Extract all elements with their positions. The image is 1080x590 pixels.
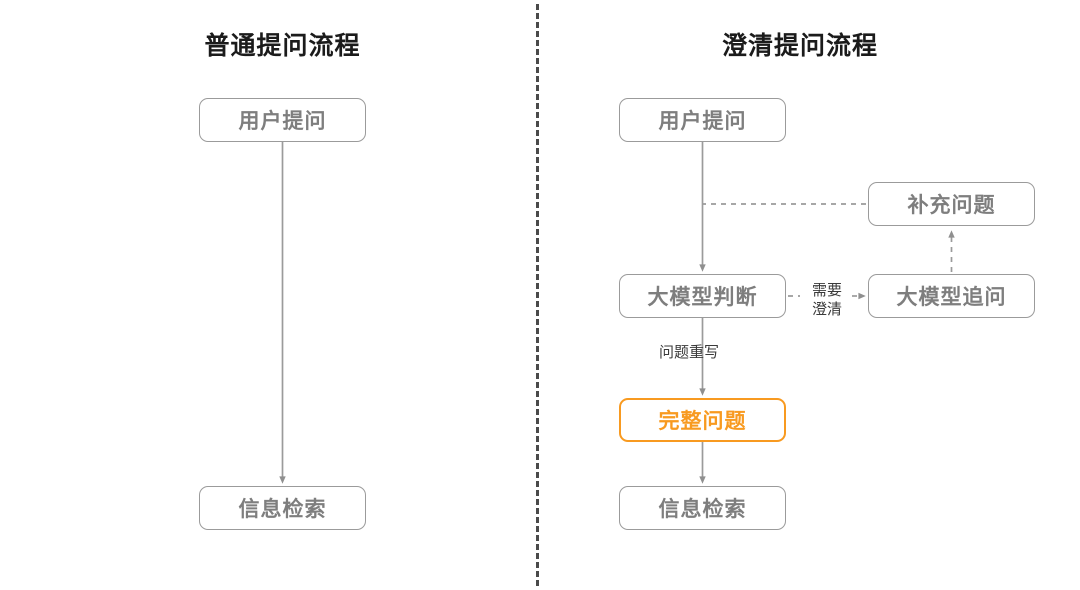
- edge-label-need-clarify-line1: 需要: [811, 282, 842, 299]
- node-user-question-clarify[interactable]: 用户提问: [619, 98, 786, 142]
- edge-label-need-clarify-line2: 澄清: [811, 300, 842, 318]
- node-information-retrieval-clarify[interactable]: 信息检索: [619, 486, 786, 530]
- node-supplementary-question[interactable]: 补充问题: [868, 182, 1035, 226]
- edge-label-need-clarify: 需要 澄清: [800, 282, 854, 320]
- node-llm-followup[interactable]: 大模型追问: [868, 274, 1035, 318]
- panel-divider: [536, 4, 539, 586]
- node-complete-question[interactable]: 完整问题: [619, 398, 786, 442]
- node-llm-judgment[interactable]: 大模型判断: [619, 274, 786, 318]
- edge-label-question-rewrite: 问题重写: [659, 344, 720, 361]
- panel-title-clarify: 澄清提问流程: [721, 32, 878, 60]
- panel-title-normal: 普通提问流程: [204, 32, 361, 60]
- node-user-question-normal[interactable]: 用户提问: [199, 98, 366, 142]
- node-information-retrieval-normal[interactable]: 信息检索: [199, 486, 366, 530]
